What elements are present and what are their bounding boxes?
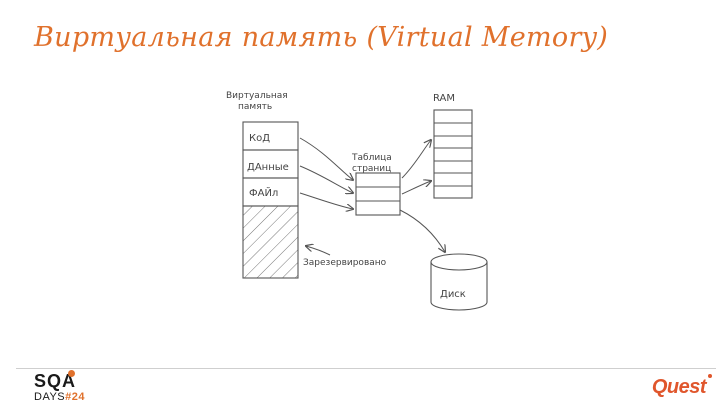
quest-logo: Quest bbox=[651, 376, 707, 398]
reserved-label: Зарезервировано bbox=[303, 258, 387, 268]
segment-data-label: ДАнные bbox=[247, 162, 289, 173]
days-label: DAYS bbox=[34, 391, 66, 403]
page-table-label-line2: страниц bbox=[352, 164, 391, 174]
virtual-memory-column bbox=[242, 121, 299, 279]
ram-label: RAM bbox=[433, 93, 455, 104]
footer-divider bbox=[16, 368, 716, 369]
reserved-arrow bbox=[306, 246, 331, 256]
sqa-days-logo: SQA DAYS#24 bbox=[28, 370, 98, 404]
sqa-logo-text: SQA bbox=[34, 371, 77, 391]
segment-code-label: КоД bbox=[249, 133, 270, 144]
arrow-table-to-ram-1 bbox=[401, 140, 431, 179]
page-table bbox=[355, 172, 401, 216]
ram-stack bbox=[433, 109, 473, 199]
arrow-table-to-ram-2 bbox=[401, 181, 431, 195]
days-text: DAYS#24 bbox=[34, 391, 85, 403]
quest-logo-mark bbox=[708, 374, 712, 378]
arrow-table-to-disk bbox=[399, 209, 445, 252]
arrow-data-to-table bbox=[299, 165, 353, 193]
arrow-file-to-table bbox=[299, 192, 353, 209]
days-number: #24 bbox=[65, 391, 85, 403]
disk-cylinder bbox=[430, 253, 488, 311]
slide-title: Виртуальная память (Virtual Memory) bbox=[34, 22, 609, 53]
segment-file-label: ФАЙл bbox=[249, 186, 278, 199]
page-table-label-line1: Таблица bbox=[351, 153, 392, 163]
virtual-memory-label-line2: память bbox=[238, 102, 272, 112]
arrow-code-to-table bbox=[299, 137, 353, 180]
reserved-region bbox=[242, 205, 299, 279]
sqa-logo-mark bbox=[68, 370, 75, 377]
disk-label: Диск bbox=[440, 289, 466, 300]
virtual-memory-label-line1: Виртуальная bbox=[226, 91, 288, 101]
